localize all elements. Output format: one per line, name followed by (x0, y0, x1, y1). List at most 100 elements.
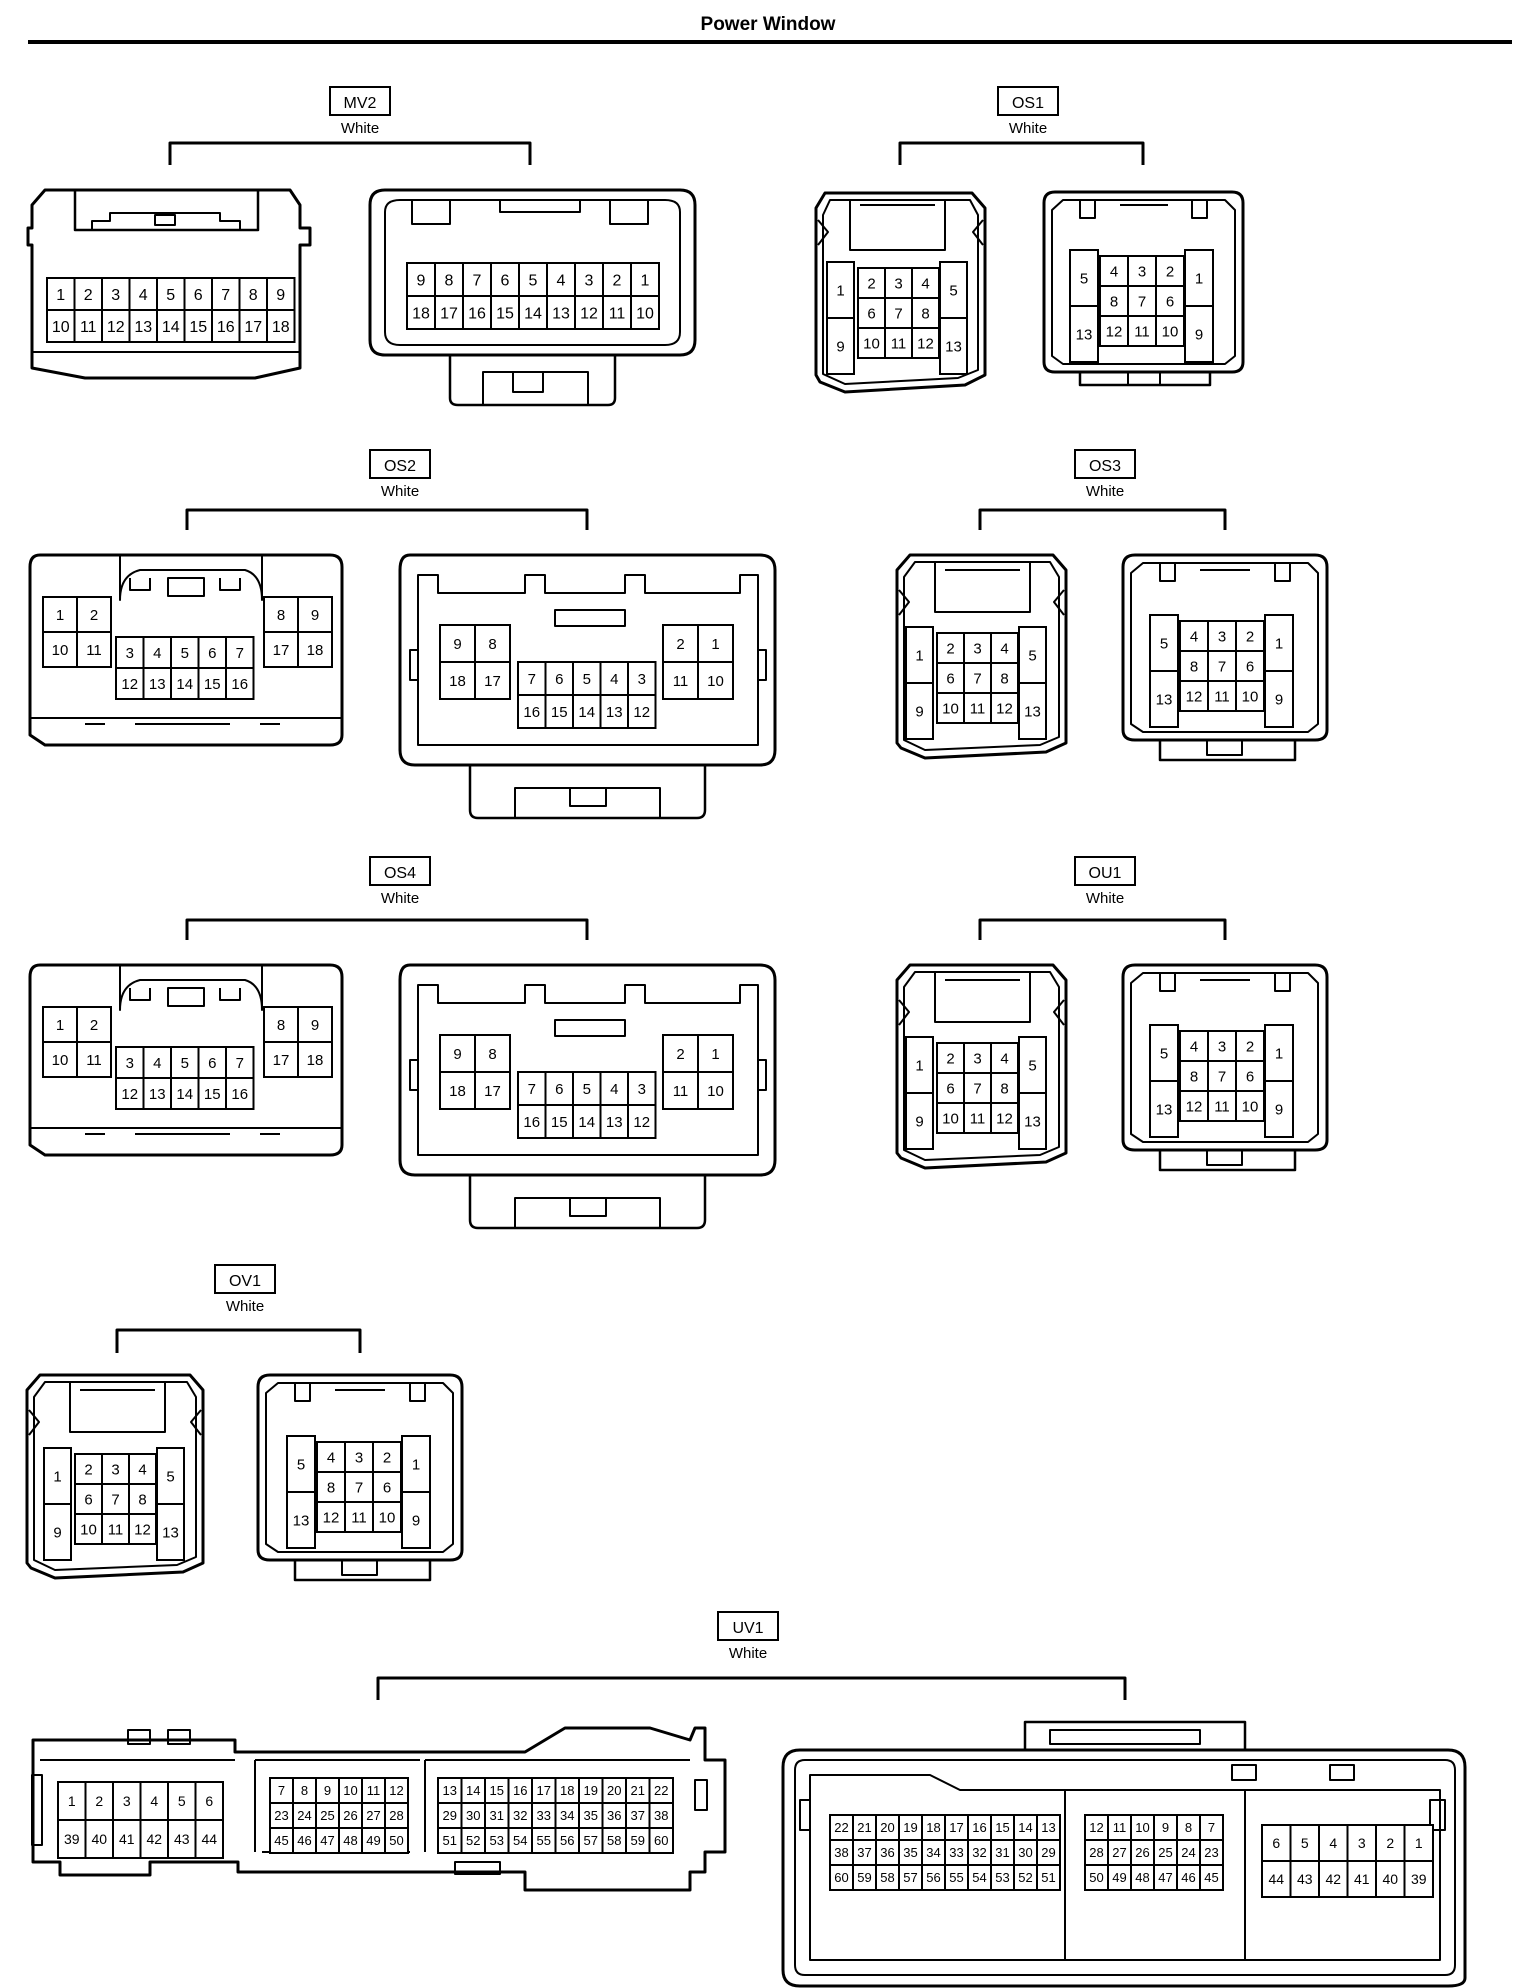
connector-os3 (895, 508, 1329, 762)
pin-number: 3 (973, 1050, 981, 1067)
pin-number: 6 (208, 645, 216, 662)
pin-cell (1179, 680, 1209, 712)
pin-number: 2 (95, 1793, 103, 1809)
pin-number: 6 (946, 670, 954, 687)
pin-number: 1 (68, 1793, 76, 1809)
pin-number: 40 (91, 1831, 107, 1847)
pin-number: 7 (278, 1783, 285, 1798)
pin-number: 15 (496, 305, 514, 322)
pin-cell (1264, 614, 1294, 672)
pin-cell (1403, 1824, 1434, 1862)
pin-number: 13 (162, 1524, 179, 1541)
pin-number: 2 (1386, 1835, 1394, 1851)
pin-cell (139, 1781, 169, 1821)
pin-cell (648, 1827, 674, 1854)
pin-number: 16 (523, 1114, 540, 1131)
pin-number: 9 (311, 607, 319, 624)
pin-number: 4 (921, 275, 929, 292)
pin-number: 12 (917, 335, 934, 352)
pin-cell (826, 317, 855, 375)
os1-bracket (898, 141, 1145, 165)
os2-male-housing (398, 553, 777, 820)
connector-uv1 (31, 1676, 1467, 1988)
pin-cell (697, 661, 734, 700)
pin-number: 11 (86, 642, 102, 659)
pin-number: 38 (834, 1845, 848, 1860)
pin-number: 5 (583, 1081, 591, 1098)
pin-number: 13 (149, 1086, 166, 1103)
pin-block-os-f-left: 19 (905, 1036, 934, 1150)
pin-number: 9 (1275, 1101, 1283, 1118)
pin-number: 13 (1041, 1820, 1055, 1835)
pin-number: 55 (537, 1833, 551, 1848)
pin-cell (1155, 285, 1185, 317)
ou1-female-housing (895, 963, 1068, 1170)
pin-number: 6 (1246, 658, 1254, 675)
pin-number: 18 (272, 319, 290, 336)
pin-number: 47 (1158, 1870, 1172, 1885)
pin-number: 34 (926, 1845, 940, 1860)
pin-number: 2 (383, 1449, 391, 1466)
connector-id: MV2 (344, 95, 377, 112)
pin-cell (76, 1006, 112, 1043)
pin-number: 2 (1166, 263, 1174, 280)
pin-number: 5 (178, 1793, 186, 1809)
pin-number: 6 (1246, 1068, 1254, 1085)
pin-number: 3 (1218, 628, 1226, 645)
pin-number: 31 (490, 1808, 504, 1823)
pin-number: 55 (949, 1870, 963, 1885)
connector-color: White (1086, 890, 1124, 907)
pin-number: 7 (528, 1081, 536, 1098)
pin-number: 7 (973, 670, 981, 687)
pin-number: 5 (1301, 1835, 1309, 1851)
pin-number: 1 (56, 607, 64, 624)
pin-cell (662, 661, 699, 700)
pin-cell (1375, 1860, 1406, 1898)
pin-number: 7 (1208, 1820, 1215, 1835)
pin-number: 13 (443, 1783, 457, 1798)
pin-number: 3 (111, 287, 120, 304)
pin-number: 2 (867, 275, 875, 292)
pin-number: 11 (86, 1052, 102, 1069)
pin-number: 3 (973, 640, 981, 657)
pin-cell (1155, 255, 1185, 287)
pin-number: 53 (995, 1870, 1009, 1885)
pin-block-os-m-right: 19 (1264, 614, 1294, 728)
pin-number: 14 (176, 1086, 193, 1103)
pin-number: 7 (236, 645, 244, 662)
pin-number: 25 (1158, 1845, 1172, 1860)
pin-number: 5 (297, 1456, 305, 1473)
pin-number: 7 (473, 272, 482, 289)
pin-number: 15 (189, 319, 207, 336)
pin-cell (142, 1077, 172, 1110)
os2-bracket (185, 508, 589, 530)
pin-cell (128, 309, 158, 343)
pin-number: 32 (972, 1845, 986, 1860)
pin-number: 8 (1185, 1820, 1192, 1835)
pin-number: 9 (1195, 326, 1203, 343)
pin-number: 10 (863, 335, 880, 352)
pin-number: 57 (584, 1833, 598, 1848)
mv2-male-housing (368, 188, 697, 407)
pin-cell (434, 295, 464, 330)
pin-cell (963, 1042, 992, 1074)
pin-number: 6 (208, 1055, 216, 1072)
pin-number: 17 (244, 319, 262, 336)
pin-number: 8 (277, 607, 285, 624)
pin-cell (115, 636, 145, 669)
pin-number: 49 (1112, 1870, 1126, 1885)
pin-cell (936, 662, 965, 694)
pin-cell (170, 1046, 200, 1079)
pin-number: 1 (711, 636, 719, 653)
mv2-bracket (168, 141, 532, 165)
pin-cell (74, 1513, 103, 1545)
pin-number: 17 (440, 305, 458, 322)
pin-number: 5 (1028, 1057, 1036, 1074)
pin-number: 48 (1135, 1870, 1149, 1885)
pin-block-os-m-left: 513 (1149, 1024, 1179, 1138)
pin-number: 16 (513, 1783, 527, 1798)
